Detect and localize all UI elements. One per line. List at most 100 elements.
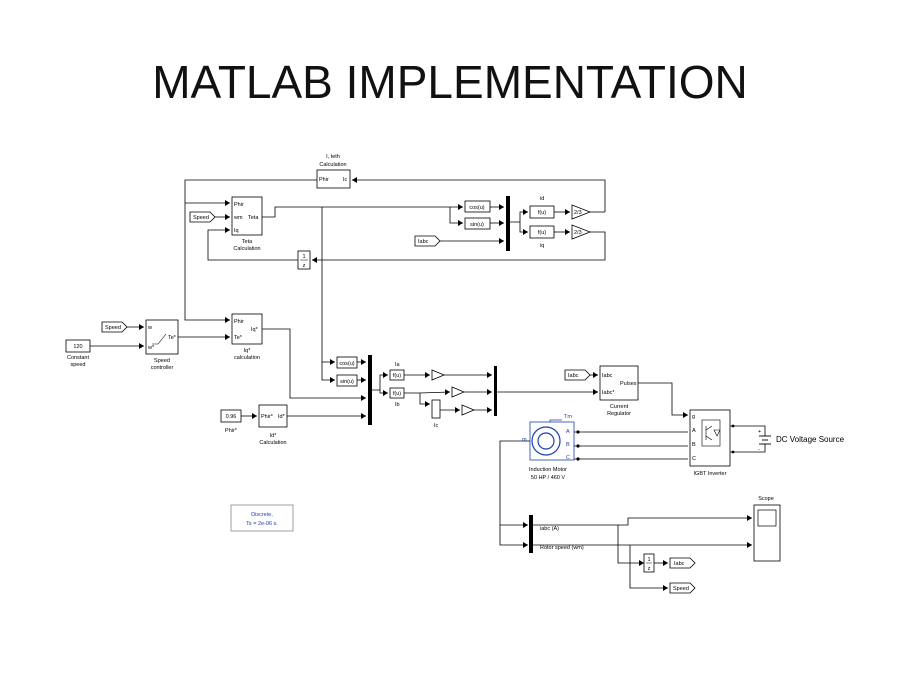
fu-block-4[interactable]: f(u)	[389, 387, 405, 399]
svg-text:Speed: Speed	[673, 586, 689, 592]
sin-block-top[interactable]: sin(u)	[464, 217, 491, 230]
svg-text:cos(u): cos(u)	[469, 205, 484, 211]
id-calculation-block[interactable]: Phir* Id* Id* Calculation	[258, 404, 288, 446]
fu-block-1[interactable]: f(u)	[529, 205, 555, 219]
svg-text:Te*: Te*	[234, 335, 243, 341]
svg-text:A: A	[566, 429, 570, 435]
svg-text:Ib: Ib	[395, 402, 400, 408]
mid-wires	[90, 324, 598, 419]
current-regulator-block[interactable]: Iabc Iabc* Pulses Current Regulator	[599, 365, 639, 417]
mux-top	[506, 196, 510, 251]
svg-text:DC Voltage Source: DC Voltage Source	[776, 435, 845, 444]
induction-motor-block[interactable]: Tm A B C m Induction Motor 50 HP / 460 V	[522, 414, 575, 481]
svg-text:2/3: 2/3	[574, 210, 582, 216]
svg-text:B: B	[566, 442, 570, 448]
svg-text:Phir: Phir	[234, 202, 244, 208]
gain-ic[interactable]	[461, 404, 476, 416]
iabc-goto-tag-bottom[interactable]: Iabc	[669, 557, 696, 569]
iabc-from-tag-top[interactable]: Iabc	[414, 235, 441, 247]
svg-text:50 HP / 460 V: 50 HP / 460 V	[531, 475, 565, 481]
constant-speed-block[interactable]: 120 Constant speed	[65, 339, 91, 368]
demux-bus	[529, 515, 533, 553]
svg-text:f(u): f(u)	[538, 230, 546, 236]
fu-block-2[interactable]: f(u)	[529, 225, 555, 239]
svg-text:Iabc: Iabc	[602, 373, 613, 379]
svg-text:cos(u): cos(u)	[339, 361, 354, 367]
svg-text:0.96: 0.96	[226, 414, 237, 420]
svg-text:sin(u): sin(u)	[470, 222, 484, 228]
svg-text:id: id	[540, 196, 544, 202]
svg-text:speed: speed	[71, 362, 86, 368]
svg-text:Phir: Phir	[234, 319, 244, 325]
speed-goto-tag-top[interactable]: Speed	[189, 211, 216, 223]
powergui-block[interactable]: Discrete, Ts = 2e-06 s.	[230, 504, 294, 532]
svg-text:1: 1	[647, 557, 650, 563]
svg-text:Iabc*: Iabc*	[602, 390, 615, 396]
sum-ic-block[interactable]	[431, 399, 441, 419]
speed-goto-tag-mid[interactable]: Speed	[101, 321, 128, 333]
svg-text:iq: iq	[540, 243, 544, 249]
svg-text:z: z	[648, 566, 651, 572]
svg-text:calculation: calculation	[234, 355, 260, 361]
scope-block[interactable]: Scope	[753, 496, 781, 562]
svg-text:f(u): f(u)	[393, 391, 401, 397]
fu-block-3[interactable]: f(u)	[389, 369, 405, 381]
svg-text:-: -	[758, 447, 760, 453]
slide-title: MATLAB IMPLEMENTATION	[152, 56, 748, 108]
speed-controller-block[interactable]: w w* Te* Speed controller	[145, 319, 179, 371]
svg-text:z: z	[303, 263, 306, 269]
unit-delay-top[interactable]: 1 z	[297, 250, 311, 270]
svg-text:C: C	[566, 455, 570, 461]
svg-text:g: g	[692, 414, 695, 420]
svg-text:controller: controller	[151, 365, 174, 371]
svg-text:Iabc: Iabc	[568, 373, 579, 379]
mux-abc	[494, 366, 497, 416]
svg-text:Regulator: Regulator	[607, 411, 631, 417]
svg-text:w*: w*	[147, 345, 155, 351]
gain-ib[interactable]	[451, 386, 466, 398]
gain-block-1[interactable]: 2/3	[571, 204, 592, 220]
speed-goto-tag-bottom[interactable]: Speed	[669, 582, 696, 594]
iq-calculation-block[interactable]: Phir Te* Iq* Iq* calculation	[231, 313, 263, 361]
top-wires	[184, 177, 606, 365]
iabc-from-tag-mid[interactable]: Iabc	[564, 369, 591, 381]
svg-text:sin(u): sin(u)	[340, 379, 354, 385]
svg-text:Speed: Speed	[193, 215, 209, 221]
svg-text:Id*: Id*	[278, 414, 286, 420]
svg-text:Induction Motor: Induction Motor	[529, 467, 567, 473]
mux-mid	[368, 355, 372, 425]
svg-text:Iq*: Iq*	[251, 327, 259, 333]
teta-calculation-block[interactable]: Phir wm Iq Teta Teta Calculation	[231, 196, 263, 252]
igbt-inverter-block[interactable]: g A B C IGBT Inverter	[689, 409, 731, 477]
svg-text:Te*: Te*	[168, 335, 177, 341]
svg-text:w: w	[147, 325, 152, 331]
svg-text:Discrete,: Discrete,	[251, 512, 273, 518]
gain-block-2[interactable]: 2/3	[571, 224, 592, 240]
svg-text:Speed: Speed	[154, 358, 170, 364]
measurement-wires	[499, 440, 752, 591]
cos-block-mid[interactable]: cos(u)	[336, 356, 358, 369]
sin-block-mid[interactable]: sin(u)	[336, 374, 358, 387]
svg-text:Calculation: Calculation	[319, 162, 346, 168]
dc-voltage-source[interactable]: + - DC Voltage Source	[758, 429, 845, 453]
phir-constant-block[interactable]: 0.96 Phir*	[220, 409, 242, 434]
svg-text:Pulses: Pulses	[620, 381, 637, 387]
top-calculation-block[interactable]: I, teth Calculation Phir Ic	[316, 154, 351, 189]
svg-text:I, teth: I, teth	[326, 154, 340, 160]
svg-text:Ia: Ia	[395, 362, 401, 368]
gain-ia[interactable]	[431, 369, 446, 381]
cos-block-top[interactable]: cos(u)	[464, 200, 491, 213]
motor-inverter-wires	[574, 424, 766, 461]
svg-text:Iabc: Iabc	[418, 239, 429, 245]
svg-text:Constant: Constant	[67, 355, 89, 361]
svg-text:Iq*: Iq*	[244, 348, 252, 354]
svg-text:IGBT Inverter: IGBT Inverter	[694, 471, 727, 477]
svg-text:Iabc: Iabc	[674, 561, 685, 567]
svg-text:A: A	[692, 428, 696, 434]
svg-text:Teta: Teta	[248, 215, 259, 221]
svg-text:f(u): f(u)	[393, 373, 401, 379]
svg-text:Phir: Phir	[319, 177, 329, 183]
svg-text:Ts = 2e-06 s.: Ts = 2e-06 s.	[246, 521, 278, 527]
unit-delay-bottom[interactable]: 1 z	[643, 553, 655, 573]
